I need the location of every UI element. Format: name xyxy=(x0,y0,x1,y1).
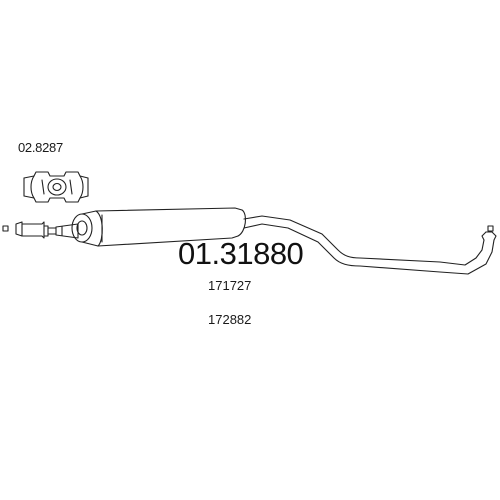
exhaust-clamp-icon xyxy=(23,171,89,203)
inlet-flange xyxy=(15,221,57,239)
inlet-pipe xyxy=(55,223,79,239)
tail-pipe xyxy=(243,215,497,275)
inlet-marker-icon xyxy=(2,225,9,232)
reference-number-2: 172882 xyxy=(208,312,252,327)
outlet-marker-icon xyxy=(487,225,494,232)
main-part-number: 01.31880 xyxy=(178,236,304,271)
reference-number-1: 171727 xyxy=(208,278,252,293)
clamp-part-number: 02.8287 xyxy=(18,140,63,155)
muffler-body xyxy=(71,207,247,247)
